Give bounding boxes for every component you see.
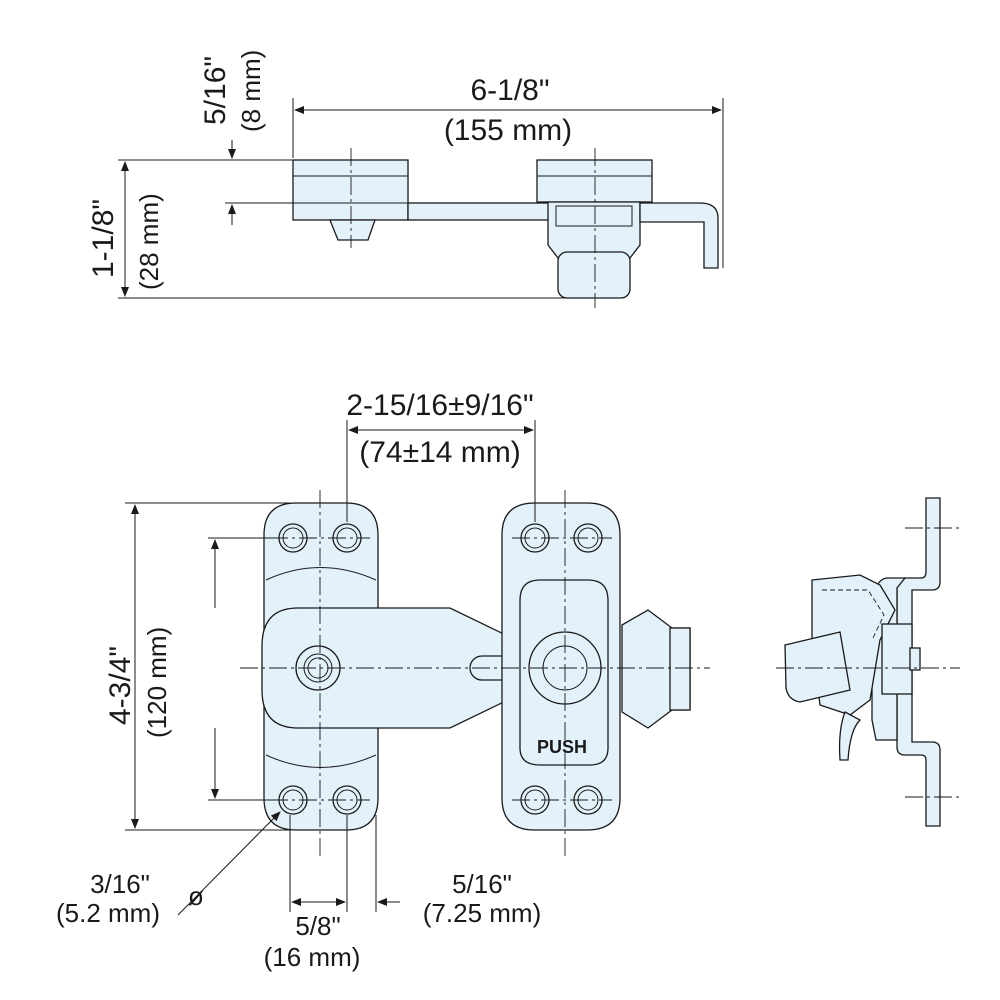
- hole-pitch-metric: (16 mm): [264, 942, 361, 972]
- left-stud: [329, 219, 376, 241]
- keeper-end: [669, 627, 691, 711]
- hole-diameter-metric: (5.2 mm): [56, 898, 160, 928]
- edge-offset-metric: (7.25 mm): [423, 898, 541, 928]
- side-knob: [784, 631, 851, 703]
- push-label: PUSH: [537, 737, 587, 757]
- front-view: PUSH 2-15/16±9/16" (74±14 mm) 4-3: [56, 389, 710, 972]
- side-keeper: [881, 623, 913, 695]
- plate-thickness-metric: (8 mm): [236, 50, 266, 132]
- top-view: 6-1/8" (155 mm) 5/16" (8 mm) 1-1/8" (28 …: [87, 50, 724, 308]
- side-view: [776, 497, 960, 827]
- overall-height-imperial: 1-1/8": [87, 199, 120, 278]
- overall-length-metric: (155 mm): [444, 114, 572, 147]
- diameter-symbol: ø: [188, 881, 204, 911]
- front-height-metric: (120 mm): [142, 627, 172, 738]
- hole-diameter-imperial: 3/16": [90, 869, 150, 899]
- keeper-housing: [547, 201, 641, 259]
- side-hook: [838, 711, 862, 761]
- overall-length-imperial: 6-1/8": [470, 74, 549, 107]
- hole-spacing-metric: (74±14 mm): [359, 436, 521, 469]
- latch-bar-top: [407, 202, 559, 221]
- hook-arm: [639, 202, 719, 269]
- edge-offset-imperial: 5/16": [452, 869, 512, 899]
- front-height-imperial: 4-3/4": [104, 646, 137, 725]
- right-mount-block: [536, 159, 653, 203]
- left-mount-block: [292, 159, 409, 221]
- overall-height-metric: (28 mm): [134, 193, 164, 290]
- plate-thickness-imperial: 5/16": [199, 56, 232, 125]
- hole-pitch-imperial: 5/8": [295, 911, 340, 941]
- push-knob-top: [557, 251, 631, 299]
- hole-spacing-imperial: 2-15/16±9/16": [346, 389, 533, 422]
